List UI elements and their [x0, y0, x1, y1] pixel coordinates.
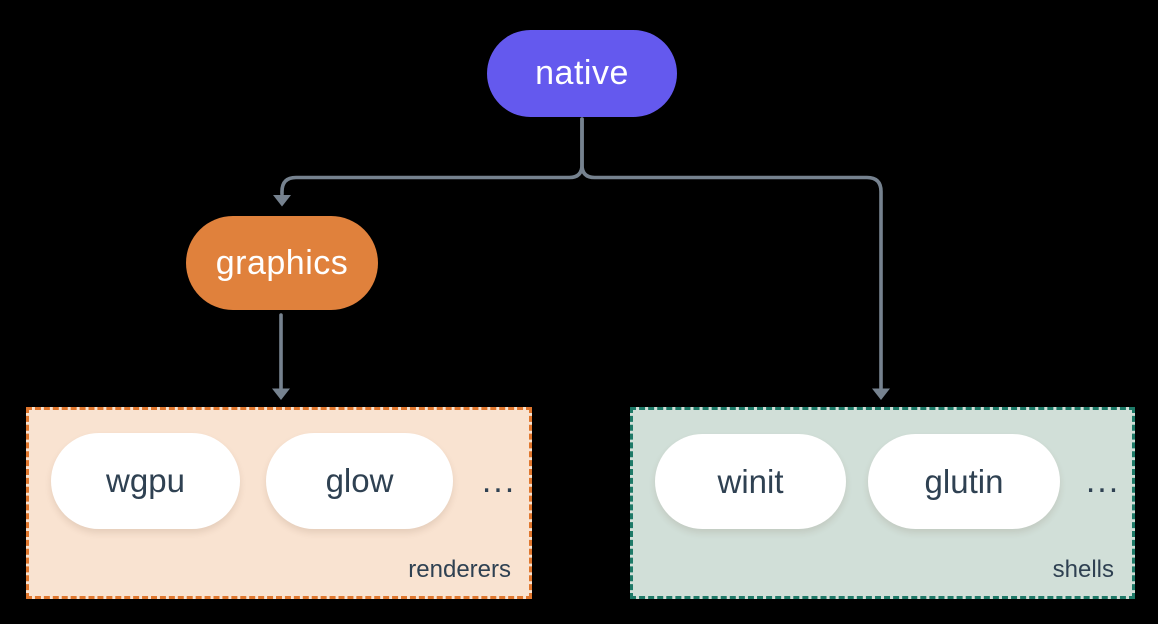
ellipsis-shells: ... [1085, 461, 1121, 500]
group-label-renderers: renderers [408, 556, 511, 583]
arrowhead-graphics [273, 195, 291, 207]
node-winit: winit [655, 434, 846, 529]
ellipsis-renderers: ... [481, 461, 517, 500]
node-wgpu: wgpu [51, 433, 240, 529]
group-renderers: wgpu glow ... renderers [26, 407, 532, 599]
node-graphics: graphics [186, 216, 378, 310]
arrowhead-shells [872, 388, 890, 400]
arrowhead-renderers [272, 388, 290, 400]
group-shells: winit glutin ... shells [630, 407, 1135, 599]
connector-native-to-graphics [280, 117, 584, 196]
node-native: native [487, 30, 677, 117]
node-glow: glow [266, 433, 453, 529]
connector-native-to-shells [580, 117, 883, 390]
group-label-shells: shells [1052, 556, 1114, 583]
node-glutin: glutin [868, 434, 1060, 529]
